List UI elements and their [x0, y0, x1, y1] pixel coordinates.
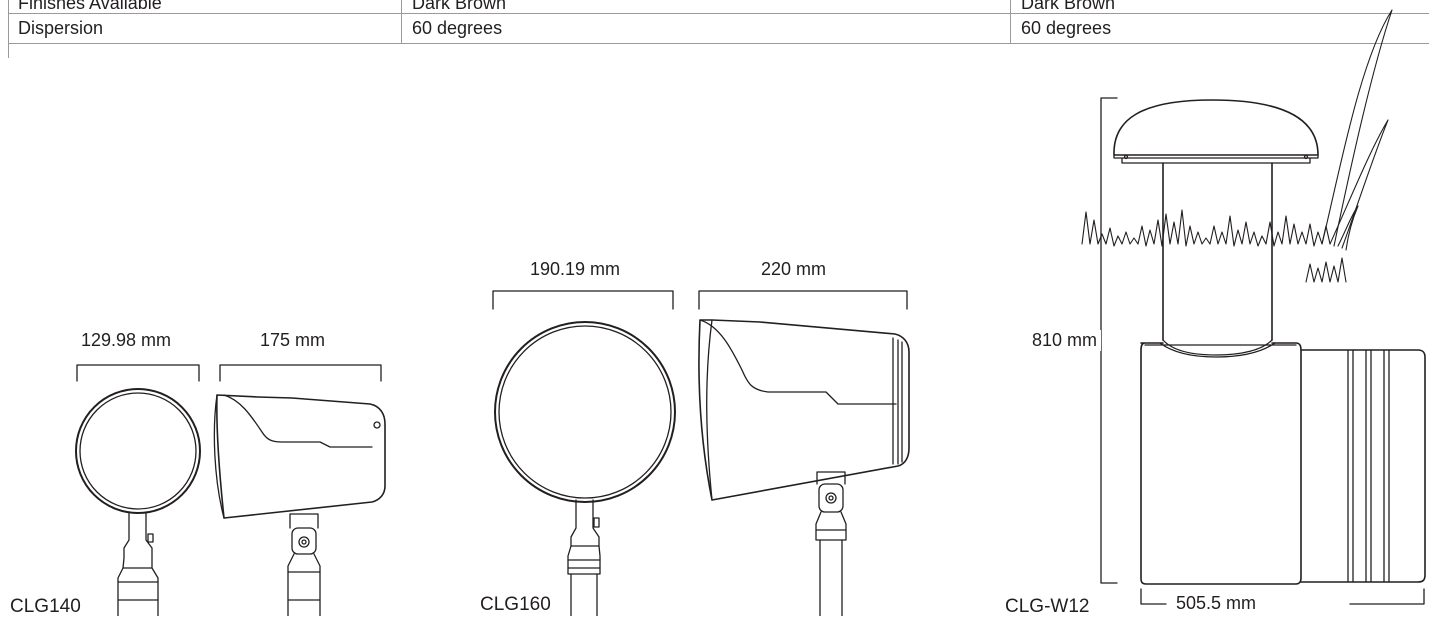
clg140-drawing	[76, 365, 385, 616]
clg160-side-depth: 220 mm	[761, 259, 826, 280]
clgw12-depth: 505.5 mm	[1172, 593, 1260, 614]
clg140-side-depth: 175 mm	[260, 330, 325, 351]
clg160-model-label: CLG160	[480, 594, 551, 616]
clgw12-model-label: CLG-W12	[1005, 596, 1089, 618]
clgw12-drawing	[1082, 10, 1425, 604]
clg160-front-width: 190.19 mm	[530, 259, 620, 280]
clg160-drawing	[493, 291, 909, 616]
clg140-front-width: 129.98 mm	[81, 330, 171, 351]
clg140-model-label: CLG140	[10, 596, 81, 618]
clgw12-height: 810 mm	[1032, 330, 1101, 351]
